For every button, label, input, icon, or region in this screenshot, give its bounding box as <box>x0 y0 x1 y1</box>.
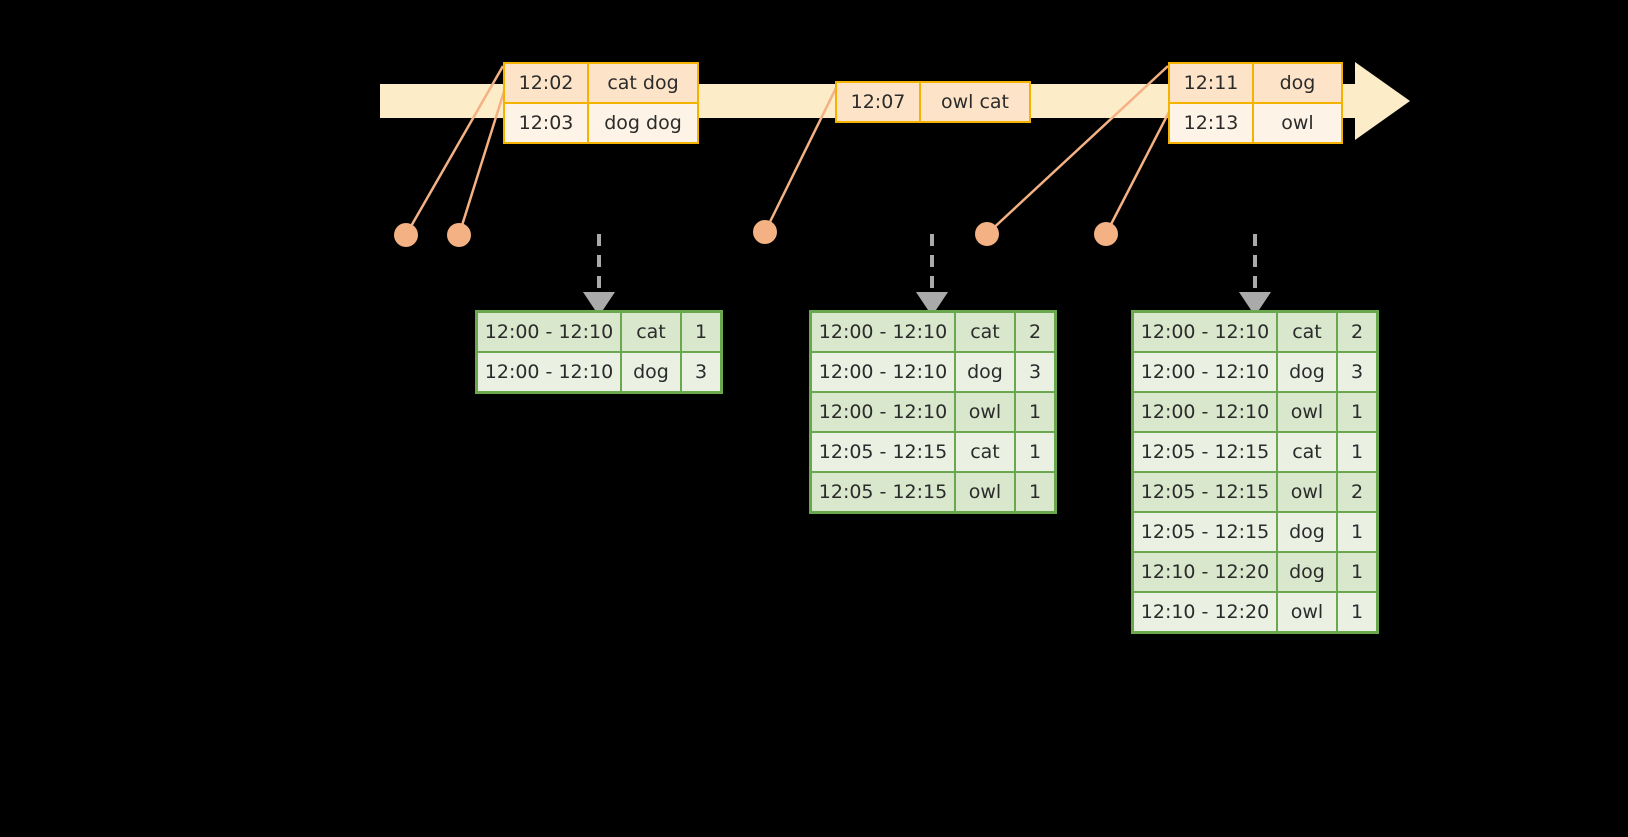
count-cell: 2 <box>1350 481 1364 503</box>
count-cell: 1 <box>694 321 708 343</box>
window-interval-cell: 12:00 - 12:10 <box>812 393 956 431</box>
stage-arrows <box>583 234 1271 316</box>
event-connector-line <box>404 65 505 236</box>
count-cell: 1 <box>1350 521 1364 543</box>
word-key-cell: dog <box>1278 553 1338 591</box>
word-key-cell: dog <box>1278 513 1338 551</box>
window-interval-cell: 12:00 - 12:10 <box>1134 313 1278 351</box>
timeline-event-group: 12:11 dog 12:13 owl <box>1168 62 1343 144</box>
event-dot <box>975 222 999 246</box>
timeline-event-row: 12:03 dog dog <box>505 102 697 142</box>
count-cell: 1 <box>1350 441 1364 463</box>
timeline-event-row: 12:11 dog <box>1170 64 1341 102</box>
count-cell: 1 <box>1350 601 1364 623</box>
word-key-cell: owl <box>1278 593 1338 631</box>
event-dot <box>1094 222 1118 246</box>
word-key-cell: cat <box>1278 313 1338 351</box>
window-interval-cell: 12:00 - 12:10 <box>812 313 956 351</box>
event-dot <box>447 223 471 247</box>
window-interval-cell: 12:05 - 12:15 <box>1134 473 1278 511</box>
timeline-event-group: 12:02 cat dog 12:03 dog dog <box>503 62 699 144</box>
word-key-cell: cat <box>956 313 1016 351</box>
timeline-event-row: 12:07 owl cat <box>837 83 1029 121</box>
window-interval-cell: 12:05 - 12:15 <box>812 433 956 471</box>
event-words: owl cat <box>940 91 1010 113</box>
event-words: owl <box>1281 112 1314 134</box>
event-timestamp: 12:13 <box>1170 104 1254 142</box>
event-connector-line <box>763 83 840 233</box>
timeline-event-row: 12:02 cat dog <box>505 64 697 102</box>
word-key-cell: owl <box>956 393 1016 431</box>
event-words: cat dog <box>607 72 679 94</box>
window-interval-cell: 12:00 - 12:10 <box>812 353 956 391</box>
window-interval-cell: 12:05 - 12:15 <box>1134 513 1278 551</box>
window-interval-cell: 12:05 - 12:15 <box>812 473 956 511</box>
count-cell: 1 <box>1350 561 1364 583</box>
count-cell: 2 <box>1028 321 1042 343</box>
window-interval-cell: 12:10 - 12:20 <box>1134 593 1278 631</box>
count-cell: 1 <box>1028 481 1042 503</box>
window-interval-cell: 12:10 - 12:20 <box>1134 553 1278 591</box>
timeline-event-row: 12:13 owl <box>1170 102 1341 142</box>
event-words: dog dog <box>604 112 682 134</box>
count-cell: 2 <box>1350 321 1364 343</box>
window-interval-cell: 12:00 - 12:10 <box>478 353 622 391</box>
word-key-cell: owl <box>1278 393 1338 431</box>
word-key-cell: owl <box>1278 473 1338 511</box>
window-interval-cell: 12:00 - 12:10 <box>1134 393 1278 431</box>
window-interval-cell: 12:00 - 12:10 <box>1134 353 1278 391</box>
event-dot <box>753 220 777 244</box>
count-cell: 3 <box>1350 361 1364 383</box>
count-cell: 3 <box>694 361 708 383</box>
event-timestamp: 12:11 <box>1170 64 1254 102</box>
word-key-cell: cat <box>622 313 682 351</box>
event-timestamp: 12:07 <box>837 83 921 121</box>
event-dot <box>394 223 418 247</box>
word-key-cell: cat <box>1278 433 1338 471</box>
event-timestamp: 12:03 <box>505 104 589 142</box>
word-key-cell: dog <box>622 353 682 391</box>
word-key-cell: dog <box>956 353 1016 391</box>
word-key-cell: owl <box>956 473 1016 511</box>
event-timestamp: 12:02 <box>505 64 589 102</box>
window-interval-cell: 12:05 - 12:15 <box>1134 433 1278 471</box>
word-key-cell: dog <box>1278 353 1338 391</box>
count-cell: 1 <box>1028 401 1042 423</box>
event-connector-line <box>1104 109 1172 235</box>
word-key-cell: cat <box>956 433 1016 471</box>
count-cell: 3 <box>1028 361 1042 383</box>
count-cell: 1 <box>1028 441 1042 463</box>
count-cell: 1 <box>1350 401 1364 423</box>
timeline-event-group: 12:07 owl cat <box>835 81 1031 123</box>
window-interval-cell: 12:00 - 12:10 <box>478 313 622 351</box>
event-words: dog <box>1279 72 1316 94</box>
event-dots <box>394 220 1118 247</box>
